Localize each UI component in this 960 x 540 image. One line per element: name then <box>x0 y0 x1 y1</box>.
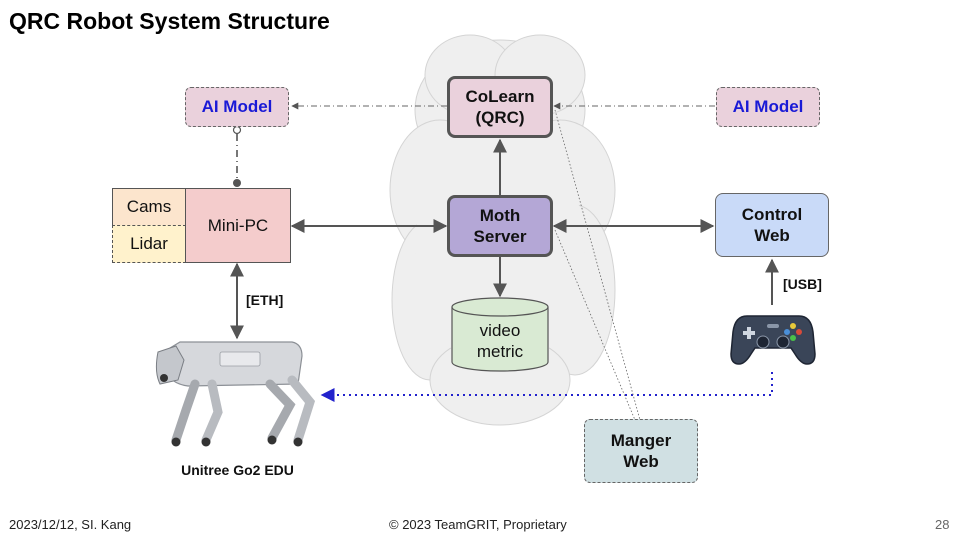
video-metric-cylinder <box>451 297 549 372</box>
moth-server-box: Moth Server <box>447 195 553 257</box>
gamepad-icon <box>730 315 816 365</box>
ai-model-left-box: AI Model <box>185 87 289 127</box>
ai-model-right-box: AI Model <box>716 87 820 127</box>
cams-box: Cams <box>112 188 186 226</box>
edge-manager-colearn <box>554 109 641 421</box>
robot-label: Unitree Go2 EDU <box>181 462 294 479</box>
usb-label: [USB] <box>783 276 822 293</box>
mini-pc-box: Mini-PC <box>185 188 291 263</box>
colearn-box: CoLearn (QRC) <box>447 76 553 138</box>
page-number: 28 <box>935 517 950 532</box>
robot-dog-icon <box>155 341 316 447</box>
edge-gamepad-robot <box>320 372 773 402</box>
control-web-box: Control Web <box>715 193 829 257</box>
lidar-box: Lidar <box>112 225 186 263</box>
video-metric-label: video metric <box>476 320 524 361</box>
manager-web-box: Manger Web <box>584 419 698 483</box>
page-title: QRC Robot System Structure <box>9 8 330 34</box>
edge-manager-moth <box>554 229 636 421</box>
connectors <box>230 102 779 421</box>
footer-copyright: © 2023 TeamGRIT, Proprietary <box>389 517 567 532</box>
footer-date-author: 2023/12/12, SI. Kang <box>9 517 132 532</box>
eth-label: [ETH] <box>246 292 284 309</box>
